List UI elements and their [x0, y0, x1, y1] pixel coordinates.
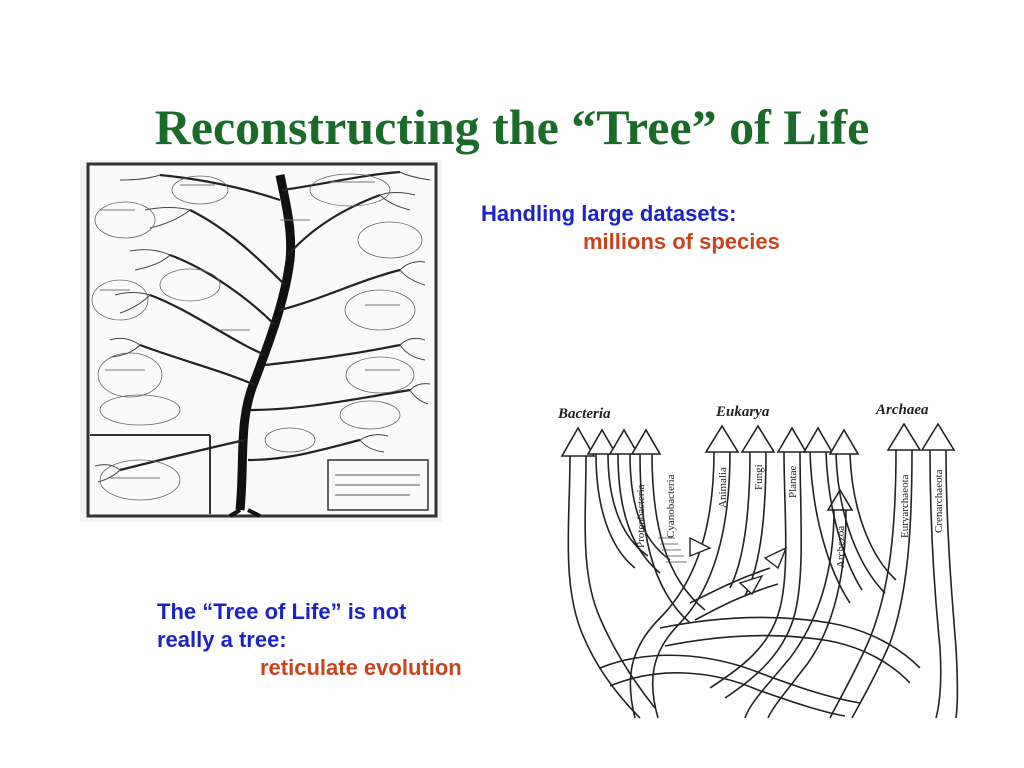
- datasets-detail: millions of species: [583, 229, 780, 254]
- slide-title: Reconstructing the “Tree” of Life: [154, 99, 870, 155]
- branch-label-animalia: Animalia: [717, 467, 729, 508]
- branch-label-cyanobacteria: Cyanobacteria: [665, 474, 677, 538]
- reticulate-network-illustration: Bacteria Eukarya Archaea: [540, 398, 970, 720]
- reticulate-text-block: The “Tree of Life” is not really a tree:…: [157, 598, 462, 682]
- reticulate-evolution-text: reticulate evolution: [260, 655, 462, 680]
- haeckel-tree-illustration: [80, 160, 442, 522]
- branch-label-crenarchaeota: Crenarchaeota: [933, 469, 945, 533]
- not-a-tree-line-1: The “Tree of Life” is not: [157, 599, 407, 624]
- domain-label-bacteria: Bacteria: [557, 406, 611, 422]
- branch-label-archezoa: Archezoa: [835, 526, 847, 568]
- branch-label-plantae: Plantae: [787, 466, 799, 498]
- branch-label-fungi: Fungi: [753, 464, 765, 490]
- not-a-tree-line-2: really a tree:: [157, 627, 287, 652]
- branch-label-proteobacteria: Proteobacteria: [635, 484, 647, 548]
- datasets-text-block: Handling large datasets: millions of spe…: [481, 200, 780, 256]
- domain-label-archaea: Archaea: [875, 402, 929, 418]
- branch-label-euryarchaeota: Euryarchaeota: [899, 474, 911, 538]
- datasets-heading: Handling large datasets:: [481, 201, 737, 226]
- domain-label-eukarya: Eukarya: [715, 404, 770, 420]
